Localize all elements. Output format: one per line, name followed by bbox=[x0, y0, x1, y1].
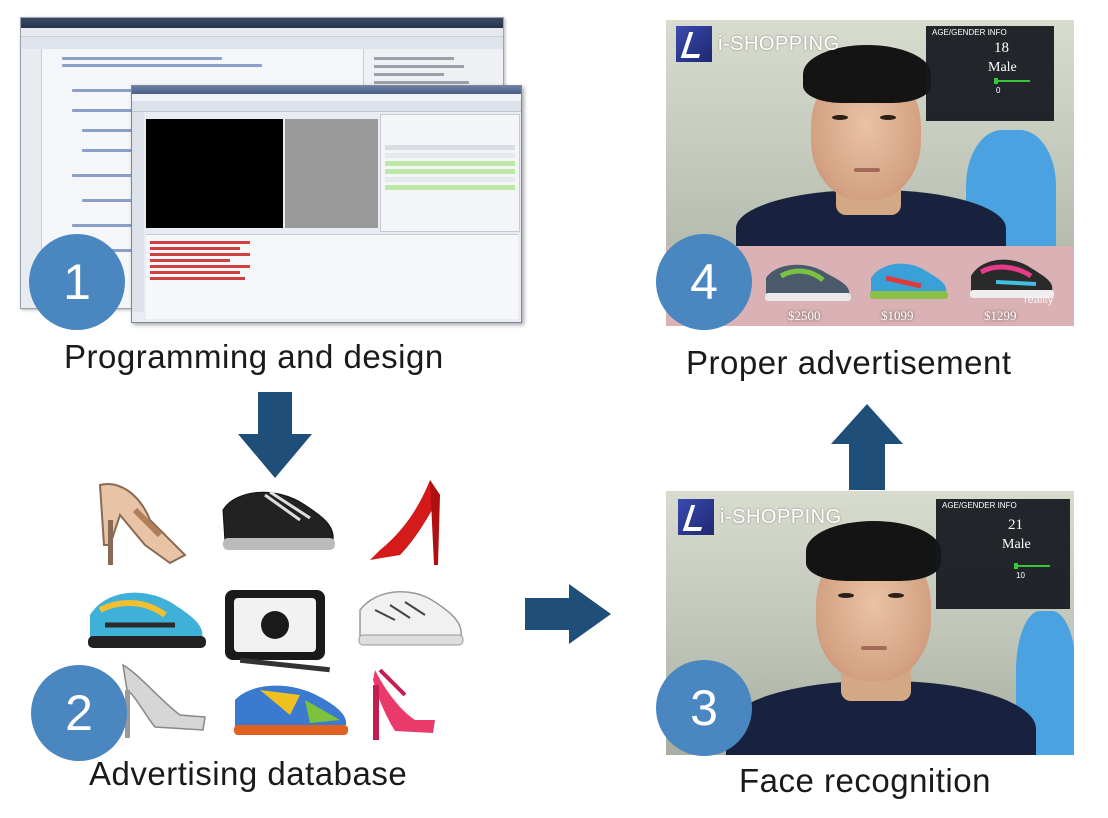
product-image-collage bbox=[75, 470, 475, 760]
step-2-badge: 2 bbox=[31, 665, 127, 761]
silver-heel-image bbox=[122, 663, 206, 738]
gender-value: Male bbox=[1002, 537, 1031, 552]
ide-title-bar bbox=[21, 18, 503, 28]
ad-price-3: $1299 bbox=[984, 308, 1017, 323]
brand-logo: i-SHOPPING bbox=[678, 499, 842, 535]
confidence-slider-knob bbox=[994, 78, 998, 84]
confidence-slider bbox=[1014, 565, 1050, 567]
white-sneaker-image bbox=[358, 590, 464, 646]
age-value: 18 bbox=[994, 40, 1009, 56]
ad-shoe-1-image bbox=[765, 264, 851, 301]
arrow-right-icon bbox=[525, 584, 611, 644]
brand-logo-mark bbox=[678, 499, 714, 535]
design-tool-screenshot bbox=[131, 85, 522, 323]
laptop-bag-image bbox=[225, 590, 330, 673]
brand-logo: i-SHOPPING bbox=[676, 26, 840, 62]
confidence-slider bbox=[994, 80, 1030, 82]
slider-value: 0 bbox=[996, 86, 1001, 95]
age-value: 21 bbox=[1008, 517, 1023, 533]
design-menu-bar bbox=[132, 94, 521, 101]
gray-preview bbox=[285, 119, 378, 228]
design-toolbar bbox=[132, 101, 521, 112]
arrow-down-icon bbox=[238, 392, 312, 478]
brand-name: i-SHOPPING bbox=[720, 505, 842, 528]
step-4-label: Proper advertisement bbox=[686, 344, 1012, 381]
sandal-image bbox=[98, 483, 187, 565]
ad-shoe-2-image bbox=[870, 263, 948, 299]
face-recognition-screen: i-SHOPPING AGE/GENDER INFO 21 Male 10 bbox=[666, 491, 1074, 755]
age-gender-panel: AGE/GENDER INFO 18 Male 0 bbox=[926, 26, 1054, 121]
brand-logo-mark bbox=[676, 26, 712, 62]
log-panel bbox=[146, 234, 518, 319]
gender-value: Male bbox=[988, 60, 1017, 75]
ad-price-1: $2500 bbox=[788, 308, 821, 323]
step-3-badge: 3 bbox=[656, 660, 752, 756]
red-heel-image bbox=[370, 480, 440, 565]
step-1-badge: 1 bbox=[29, 234, 125, 330]
design-tool-column bbox=[132, 112, 144, 312]
age-gender-panel: AGE/GENDER INFO 21 Male 10 bbox=[936, 499, 1070, 609]
pink-heel-image bbox=[373, 668, 435, 740]
black-sneaker-image bbox=[222, 490, 335, 550]
ad-shoe-3-image bbox=[970, 259, 1054, 298]
slider-value: 10 bbox=[1016, 571, 1025, 580]
step-4-badge: 4 bbox=[656, 234, 752, 330]
camera-preview bbox=[146, 119, 283, 228]
confidence-slider-knob bbox=[1014, 563, 1018, 569]
step-2-label: Advertising database bbox=[89, 755, 408, 792]
arrow-up-icon bbox=[831, 404, 903, 490]
step-1-label: Programming and design bbox=[64, 338, 444, 375]
ad-price-2: $1099 bbox=[881, 308, 914, 323]
info-header: AGE/GENDER INFO bbox=[942, 501, 1017, 510]
design-title-bar bbox=[132, 86, 521, 94]
properties-panel bbox=[380, 114, 520, 232]
ide-menu-bar bbox=[21, 28, 503, 37]
colorful-sneaker-image bbox=[88, 592, 206, 648]
info-header: AGE/GENDER INFO bbox=[932, 28, 1007, 37]
watermark-text: reality bbox=[1024, 294, 1054, 306]
ide-gutter bbox=[21, 49, 42, 308]
brand-name: i-SHOPPING bbox=[718, 32, 840, 55]
multicolor-sneaker-image bbox=[234, 685, 348, 735]
step-3-label: Face recognition bbox=[739, 762, 991, 799]
